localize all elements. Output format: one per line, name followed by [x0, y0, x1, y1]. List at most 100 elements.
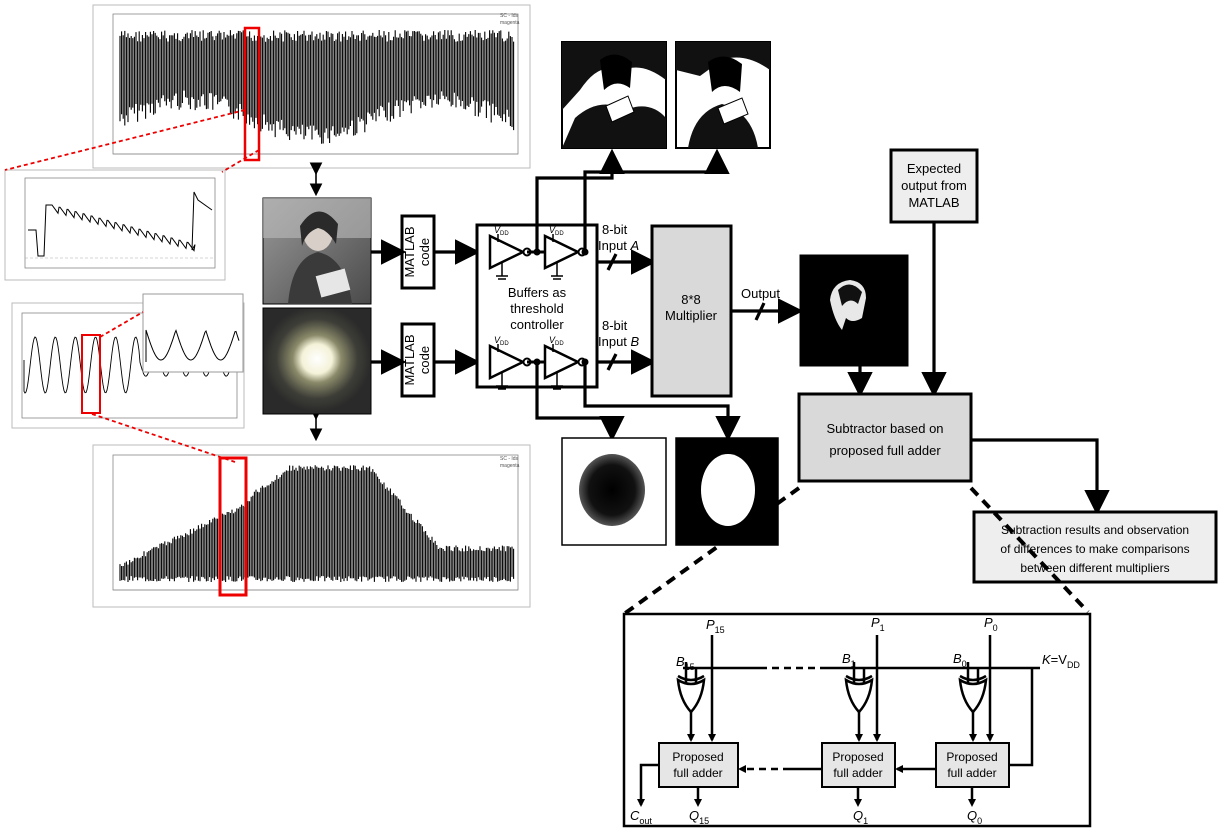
junction-dot	[581, 248, 589, 256]
arrow-icon	[873, 734, 881, 742]
svg-text:output from: output from	[901, 178, 967, 193]
p15-label: P15	[706, 617, 725, 635]
buffer-icon	[488, 234, 526, 270]
svg-text:Subtraction results and observ: Subtraction results and observation	[1001, 523, 1189, 537]
wire	[535, 365, 625, 442]
input-b-label: Input B	[598, 334, 640, 349]
threshold-image-3	[561, 437, 667, 546]
xor-gate-icon	[959, 674, 987, 682]
matlab-code-box-2: MATLAB code	[400, 322, 436, 398]
cout-label: Cout	[630, 808, 652, 826]
input-a-label: Input A	[598, 238, 639, 253]
buffer-icon	[488, 344, 526, 380]
input-b-bits: 8-bit	[602, 318, 628, 333]
junction-dot	[533, 248, 541, 256]
k-label: K=VDD	[1042, 652, 1080, 670]
waveform-middle	[11, 293, 245, 429]
arrow-icon	[968, 799, 976, 807]
q15-label: Q15	[689, 808, 709, 826]
arrow-icon	[637, 799, 645, 807]
svg-text:full adder: full adder	[673, 766, 722, 780]
xor-gate-icon	[958, 677, 988, 714]
xor-gate-icon	[845, 674, 873, 682]
arrow-icon	[855, 734, 863, 742]
svg-text:SC - Ids: SC - Ids	[500, 456, 519, 462]
arrow-icon	[687, 734, 695, 742]
svg-text:Multiplier: Multiplier	[665, 308, 718, 323]
svg-text:between different multipliers: between different multipliers	[1020, 561, 1169, 575]
junction-dot	[533, 358, 541, 366]
svg-text:full adder: full adder	[947, 766, 996, 780]
vdd-label: VDD	[494, 335, 509, 347]
arrow-icon	[708, 734, 716, 742]
threshold-image-2	[675, 41, 771, 149]
waveform-bottom: SC - Ids magenta	[92, 444, 531, 608]
waveform-trace	[119, 465, 515, 582]
waveform-top: SC - Ids magenta	[92, 4, 531, 169]
output-label: Output	[741, 286, 780, 301]
full-adder-15: Proposed full adder	[658, 742, 739, 788]
zoom-line	[4, 109, 246, 171]
svg-text:threshold: threshold	[510, 301, 563, 316]
carry-in-wire	[1009, 668, 1034, 767]
zoom-line	[622, 486, 801, 616]
wire	[583, 148, 730, 250]
svg-text:controller: controller	[510, 317, 564, 332]
svg-text:MATLAB: MATLAB	[402, 226, 417, 277]
arrow-icon	[738, 765, 746, 773]
p1-label: P1	[871, 615, 885, 633]
zoom-line	[221, 149, 260, 173]
svg-text:Proposed: Proposed	[946, 750, 997, 764]
wire	[971, 438, 1110, 516]
zoom-line	[99, 311, 144, 338]
full-adder-1: Proposed full adder	[821, 742, 896, 788]
full-adder-0: Proposed full adder	[935, 742, 1010, 788]
svg-text:Expected: Expected	[907, 161, 961, 176]
b15-label: B15	[676, 654, 695, 672]
arrow-icon	[854, 799, 862, 807]
arrow-icon	[694, 799, 702, 807]
subtractor-block: Subtractor based on proposed full adder	[797, 392, 973, 483]
wire	[583, 365, 741, 442]
multiplier-block: 8*8 Multiplier	[650, 224, 733, 398]
svg-text:Buffers as: Buffers as	[508, 285, 567, 300]
zoom-marker-middle	[81, 334, 101, 414]
zoom-marker-top	[243, 26, 261, 162]
b0-label: B0	[953, 651, 967, 669]
svg-text:full adder: full adder	[833, 766, 882, 780]
waveform-trace	[28, 191, 213, 257]
vdd-label: VDD	[549, 225, 564, 237]
expected-output-box: Expected output from MATLAB	[889, 148, 979, 224]
junction-dot	[581, 358, 589, 366]
cout-wire	[639, 763, 659, 805]
svg-text:magenta: magenta	[500, 20, 520, 26]
svg-text:code: code	[417, 238, 432, 266]
svg-text:MATLAB: MATLAB	[908, 195, 959, 210]
p0-label: P0	[984, 615, 998, 633]
wire	[535, 148, 625, 250]
zoom-line	[969, 486, 1090, 614]
svg-text:Proposed: Proposed	[832, 750, 883, 764]
arrow-icon	[895, 765, 903, 773]
input-a-bits: 8-bit	[602, 222, 628, 237]
threshold-image-4	[675, 437, 779, 546]
arrow-icon	[986, 734, 994, 742]
svg-text:magenta: magenta	[500, 463, 520, 469]
results-box: Subtraction results and observation of d…	[972, 510, 1218, 584]
arrow-icon	[969, 734, 977, 742]
svg-text:SC - Ids: SC - Ids	[500, 13, 519, 19]
waveform-trace	[145, 329, 240, 362]
xor-gate-icon	[676, 677, 706, 714]
xor-gate-icon	[844, 677, 874, 714]
svg-text:of differences to make compari: of differences to make comparisons	[1000, 542, 1189, 556]
vdd-label: VDD	[549, 335, 564, 347]
q1-label: Q1	[853, 808, 868, 826]
threshold-image-1	[561, 41, 667, 149]
waveform-trace	[119, 30, 515, 144]
waveform-zoom-1	[4, 169, 226, 281]
svg-text:8*8: 8*8	[681, 292, 701, 307]
svg-text:code: code	[417, 346, 432, 374]
xor-gate-icon	[677, 674, 705, 682]
